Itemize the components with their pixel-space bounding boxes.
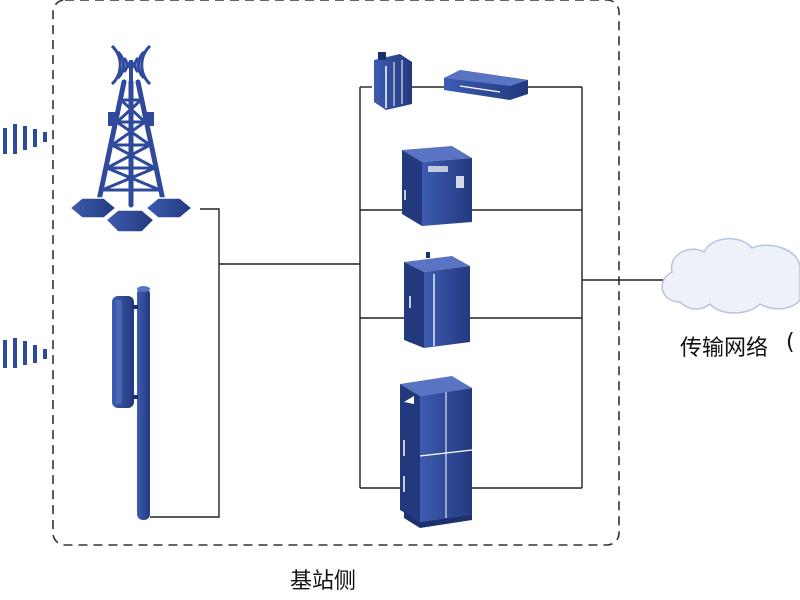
base-station-boundary bbox=[52, 0, 620, 546]
microwave-unit-icon bbox=[374, 52, 412, 110]
base-station-side-label: 基站侧 bbox=[290, 569, 357, 594]
tall-cabinet-icon bbox=[400, 376, 473, 528]
lattice-tower-icon bbox=[68, 44, 194, 233]
medium-cabinet-icon bbox=[404, 252, 470, 348]
signal-wave-icon-upper bbox=[3, 124, 47, 154]
rack-unit-icon bbox=[444, 70, 528, 100]
cloud-icon bbox=[661, 237, 800, 314]
signal-wave-icon-lower bbox=[3, 338, 47, 368]
small-cabinet-icon bbox=[402, 146, 472, 226]
panel-antenna-icon bbox=[112, 286, 150, 520]
transmission-network-label: 传输网络 bbox=[680, 336, 769, 361]
bracket-fragment: ( bbox=[786, 330, 795, 355]
